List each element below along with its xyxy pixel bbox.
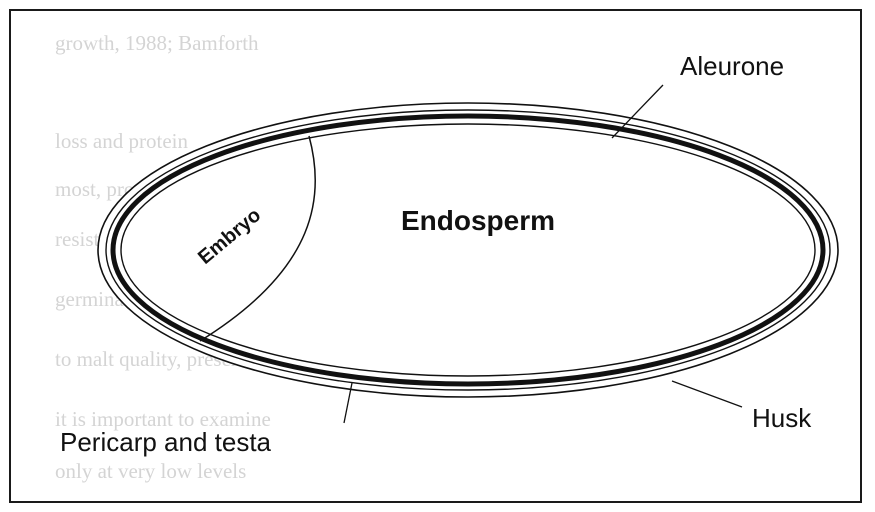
aleurone-label: Aleurone	[680, 51, 784, 81]
svg-text:growth, 1988; Bamforth: growth, 1988; Bamforth	[55, 31, 259, 55]
endosperm-label: Endosperm	[401, 205, 555, 236]
svg-text:loss and protein: loss and protein	[55, 129, 188, 153]
svg-text:only at very low levels: only at very low levels	[55, 459, 246, 483]
pericarp-testa-label: Pericarp and testa	[60, 427, 272, 457]
husk-leader-line	[672, 381, 742, 407]
husk-label: Husk	[752, 403, 812, 433]
